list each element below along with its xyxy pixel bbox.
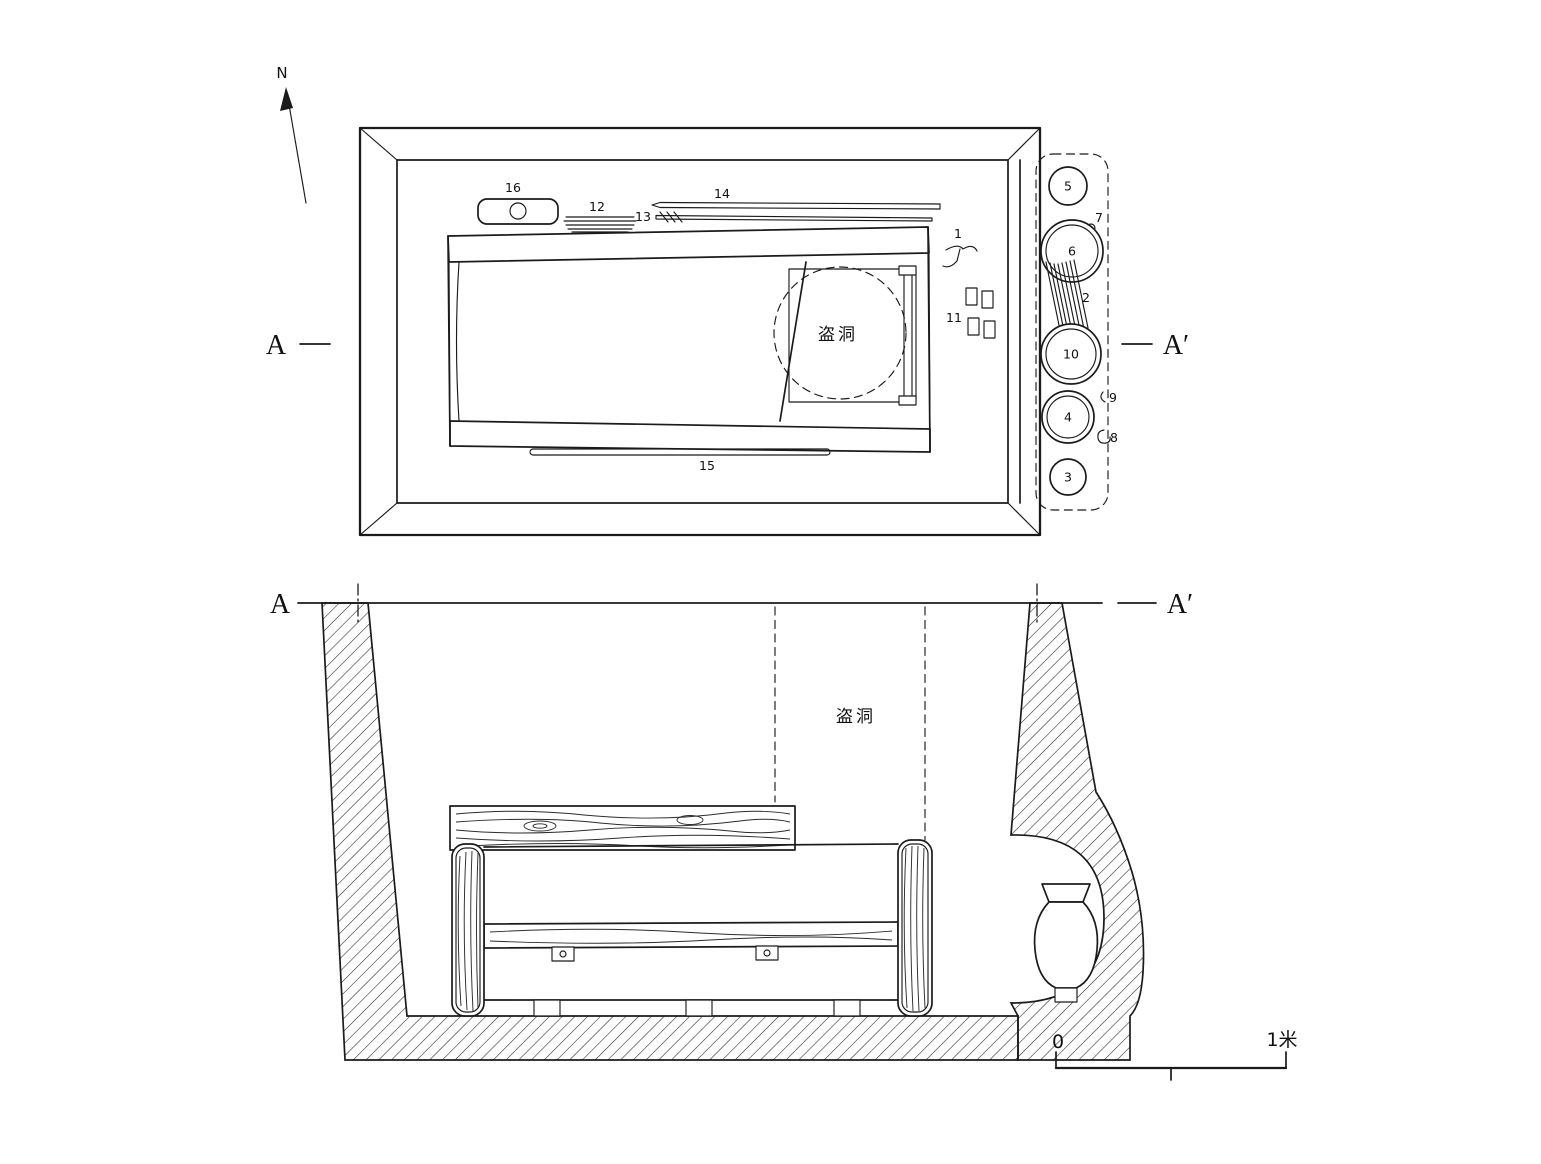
plan-marker-a: A	[266, 330, 287, 361]
pot-rim	[1041, 883, 1091, 903]
vessel-6-inner	[1045, 224, 1099, 278]
section-view: A A′ 盗洞	[270, 583, 1298, 1081]
vessel-10-label: 10	[1063, 347, 1079, 362]
artifact-1-label: 1	[954, 226, 962, 241]
vessel-4-label: 4	[1064, 410, 1072, 425]
vessel-5	[1048, 166, 1088, 206]
coffin-right-side	[928, 252, 931, 430]
robber-hole-circle	[773, 266, 907, 400]
section-coffin	[449, 805, 933, 1017]
coffin-lid-broken-edge	[779, 261, 807, 422]
coffin-end-board-right	[897, 839, 933, 1017]
floor-plank-grain	[489, 928, 893, 944]
floor-cleat-left-peg	[559, 950, 567, 958]
robber-hole-label-section: 盗洞	[836, 707, 876, 727]
rod-bundle-2	[1045, 259, 1089, 333]
section-robber-hole: 盗洞	[774, 606, 926, 841]
vessel-5-label: 5	[1064, 179, 1072, 194]
scale-one-meter-label: 1米	[1266, 1029, 1297, 1051]
vessel-3	[1049, 458, 1087, 496]
small-item-8	[1097, 429, 1111, 444]
niche-outline	[1035, 153, 1109, 511]
coffin-end-board-left	[451, 843, 485, 1017]
earth-right-with-niche	[1009, 602, 1145, 1061]
plan-artifacts: 16 12 14 13	[477, 180, 996, 473]
vessel-3-label: 3	[1064, 470, 1072, 485]
earth-hatching	[321, 602, 1145, 1061]
coffin-end-board-left-inner	[455, 847, 481, 1013]
coffin-foot-right	[833, 999, 861, 1017]
plan-niche: 5 7 6 2 10 9	[1035, 153, 1118, 511]
scale-zero-label: 0	[1052, 1031, 1064, 1053]
artifact-14-label: 14	[714, 186, 730, 201]
end-board-right-grain	[903, 845, 926, 1012]
floor-cleat-right	[755, 945, 779, 961]
north-arrow-head	[280, 87, 293, 111]
vessel-4	[1041, 390, 1095, 444]
plan-corner-sw	[359, 502, 398, 536]
artifact-13-label: 13	[635, 209, 651, 224]
artifact-16-label: 16	[505, 180, 521, 195]
plan-section-markers: A A′	[266, 330, 1189, 361]
artifact-16-box	[477, 198, 559, 225]
artifact-12-slips	[563, 216, 637, 233]
section-line: A A′	[270, 583, 1193, 624]
coffin-end-board-right-inner	[901, 843, 929, 1013]
robber-hole-label-plan: 盗洞	[818, 325, 858, 345]
plan-outer-wall	[358, 126, 1042, 537]
lid-wood-grain	[455, 810, 791, 849]
artifact-15-staff	[529, 448, 831, 456]
artifact-13-shaft	[655, 211, 933, 223]
item-8-label: 8	[1110, 430, 1118, 445]
plan-inner-wall	[396, 159, 1009, 504]
coffin-left-inner-edge	[455, 261, 460, 422]
plan-coffin: 盗洞	[447, 226, 931, 453]
artifact-1-object	[942, 245, 978, 268]
vessel-4-inner	[1046, 395, 1090, 439]
plan-marker-a-prime: A′	[1163, 330, 1189, 361]
pot-body	[1033, 901, 1099, 989]
artifact-12-label: 12	[589, 199, 605, 214]
pot-foot	[1054, 987, 1078, 1003]
vessel-10-inner	[1045, 328, 1097, 380]
floor-cleat-left	[551, 946, 575, 962]
end-board-left-grain	[457, 850, 479, 1012]
item-2-label: 2	[1082, 290, 1090, 305]
artifact-11-plaques	[965, 287, 996, 339]
floor-cleat-right-peg	[763, 949, 771, 957]
item-9-label: 9	[1109, 390, 1117, 405]
artifact-15-label: 15	[699, 458, 715, 473]
scale-bar: 0 1米	[1052, 1029, 1298, 1081]
artifact-16-disc	[509, 202, 527, 220]
coffin-foot-left	[533, 999, 561, 1017]
coffin-foot-middle	[685, 999, 713, 1017]
artifact-11-label: 11	[946, 310, 962, 325]
section-marker-a-prime: A′	[1167, 589, 1193, 620]
item-7-label: 7	[1095, 210, 1103, 225]
vessel-6	[1040, 219, 1104, 283]
coffin-left-side	[448, 261, 451, 422]
north-arrow-shaft	[286, 92, 307, 204]
north-arrow: N	[276, 64, 307, 204]
niche-pot	[1033, 883, 1099, 1003]
vessel-10	[1040, 323, 1102, 385]
plan-corner-nw	[359, 127, 398, 161]
vessel-6-label: 6	[1068, 244, 1076, 259]
north-label: N	[276, 64, 287, 82]
section-marker-a: A	[270, 589, 291, 620]
plan-pit-frame	[358, 126, 1042, 537]
end-board-cap-top	[898, 265, 917, 276]
coffin-body-top	[483, 843, 899, 848]
artifact-14-rod	[651, 201, 941, 210]
plan-corner-se	[1007, 502, 1041, 536]
end-board-cap-bottom	[898, 395, 917, 406]
plan-corner-ne	[1007, 127, 1041, 161]
plan-view: 盗洞 16 12 14	[266, 126, 1189, 537]
small-item-9	[1100, 391, 1106, 403]
